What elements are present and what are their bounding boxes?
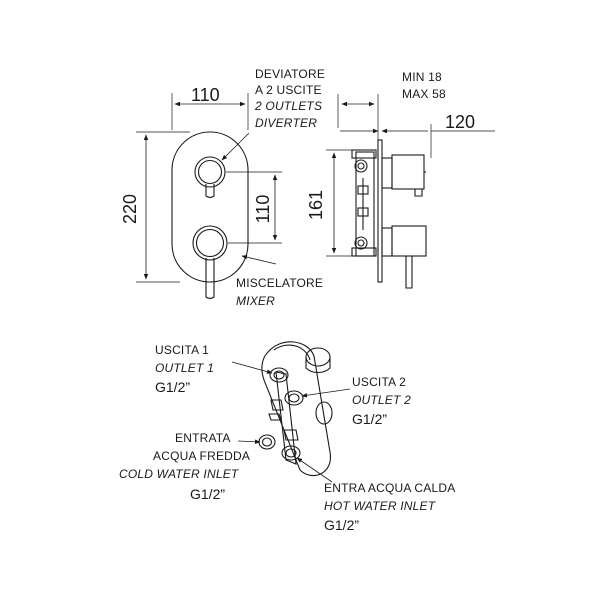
iso-plate (261, 341, 331, 476)
diverter-label-2: A 2 USCITE (255, 83, 322, 97)
hot-inlet-label-en: HOT WATER INLET (324, 499, 436, 513)
dim-plate-width: 110 (191, 85, 220, 105)
mixer-lever (205, 258, 215, 300)
dim-projection: 120 (445, 112, 476, 132)
outlet-2 (284, 390, 304, 406)
outlet-2-label-en: OUTLET 2 (352, 393, 411, 407)
cover-plate (171, 131, 249, 283)
side-mixer-handle (391, 225, 427, 257)
cold-inlet-thread: G1/2” (190, 486, 226, 502)
min-depth: MIN 18 (402, 70, 442, 84)
outlet-2-thread: G1/2” (352, 411, 388, 427)
side-view (326, 94, 495, 289)
hot-inlet-thread: G1/2” (324, 517, 360, 533)
cold-inlet-label-2: ACQUA FREDDA (153, 449, 251, 463)
dim-handle-spacing: 110 (253, 194, 273, 224)
outlet-1-label: USCITA 1 (155, 343, 210, 357)
cold-inlet (258, 434, 276, 450)
mixer-label: MISCELATORE (236, 276, 324, 290)
dim-plate-height: 220 (120, 193, 140, 225)
diverter-lever (205, 184, 215, 199)
diverter-knob (194, 156, 226, 188)
hot-inlet (281, 445, 301, 461)
cold-inlet-label-1: ENTRATA (175, 431, 231, 445)
isometric-view (231, 341, 351, 483)
mixer-label-en: MIXER (236, 294, 276, 308)
diverter-label-4: DIVERTER (255, 116, 318, 130)
front-view (136, 93, 282, 300)
mixer-knob (192, 225, 228, 261)
outlet-1 (269, 367, 289, 383)
diverter-label-3: 2 OUTLETS (255, 99, 323, 113)
outlet-2-label: USCITA 2 (352, 375, 407, 389)
hot-inlet-label: ENTRA ACQUA CALDA (324, 481, 456, 495)
max-depth: MAX 58 (402, 87, 446, 101)
side-cover-plate (377, 139, 383, 283)
outlet-1-thread: G1/2” (155, 379, 191, 395)
outlet-1-label-en: OUTLET 1 (155, 361, 214, 375)
side-diverter-handle (391, 154, 425, 190)
cold-inlet-label-en: COLD WATER INLET (119, 467, 239, 481)
dim-body-height: 161 (306, 189, 326, 221)
diverter-label-1: DEVIATORE (255, 67, 326, 81)
